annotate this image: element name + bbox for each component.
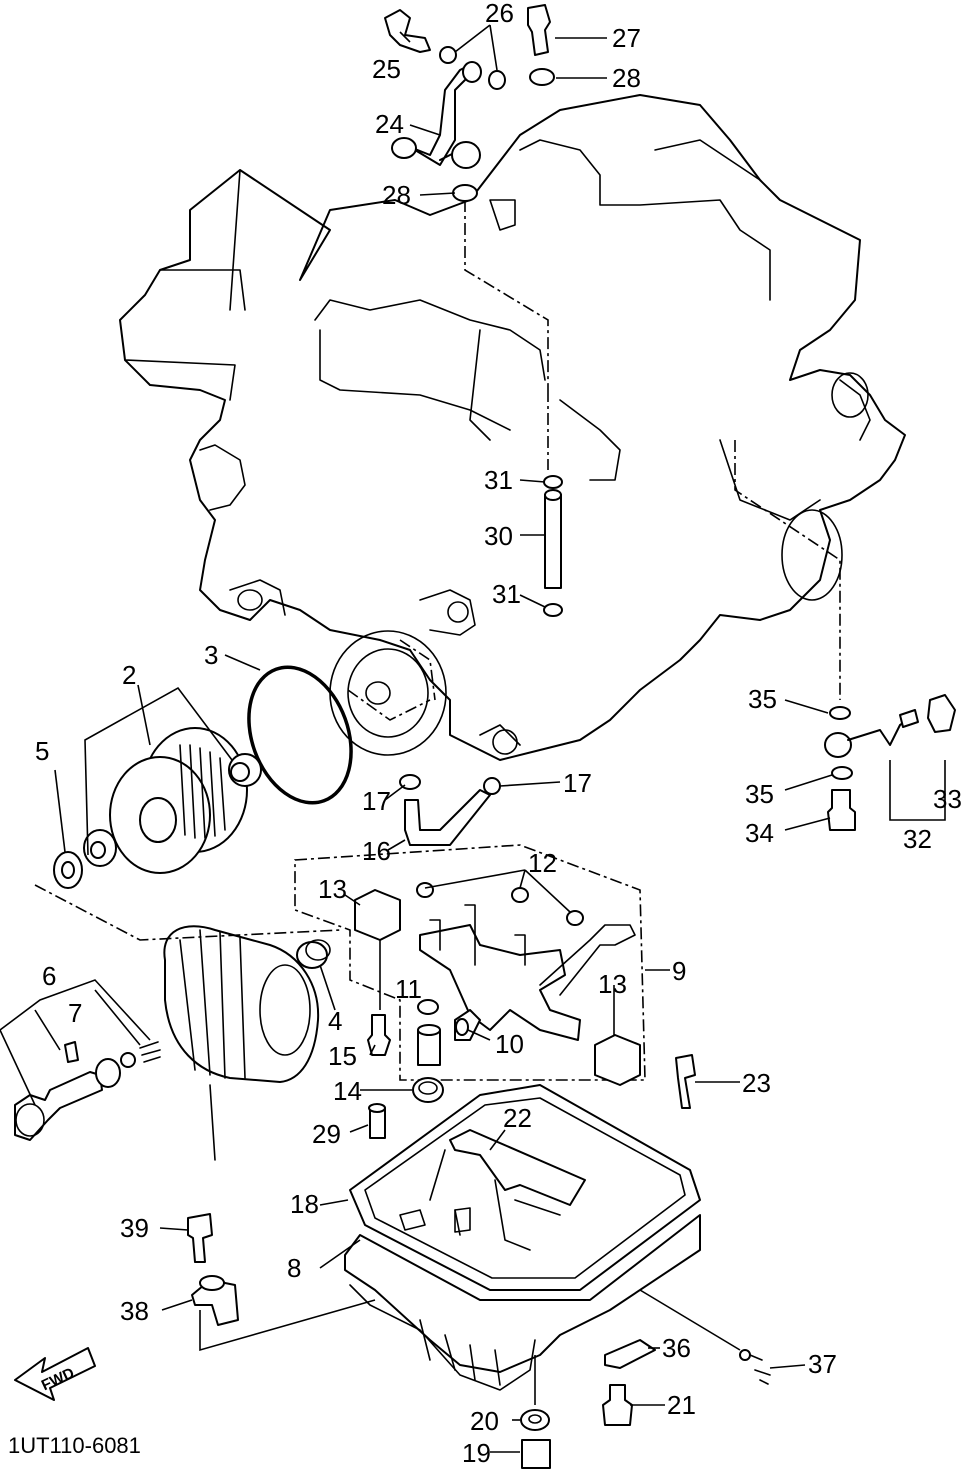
oil-filter-group [0,665,353,1161]
callout-3: 3 [204,640,218,670]
callout-24: 24 [375,109,404,139]
callout-38: 38 [120,1296,149,1326]
washer-28a [529,68,555,86]
callout-19: 19 [462,1438,491,1468]
bolt-39 [187,1213,213,1263]
diagram-code: 1UT110-6081 [8,1433,141,1458]
callout-31a: 31 [484,465,513,495]
o-ring-11 [417,999,439,1015]
callout-23: 23 [742,1068,771,1098]
oil-pan-group [187,1054,771,1469]
o-ring-10 [455,1018,469,1036]
callout-14: 14 [333,1076,362,1106]
callout-18: 18 [290,1189,319,1219]
callout-20: 20 [470,1406,499,1436]
callout-8: 8 [287,1253,301,1283]
callout-31b: 31 [492,579,521,609]
callout-7: 7 [68,998,82,1028]
callout-22: 22 [503,1103,532,1133]
bolt-21 [602,1384,633,1426]
callout-11: 11 [395,974,422,1004]
pipe-16 [404,789,491,846]
callout-13b: 13 [598,969,627,999]
callout-numbers: 25 26 27 28 24 28 31 30 31 35 35 34 33 3… [35,0,962,1468]
o-ring-31b [543,603,563,617]
callout-30: 30 [484,521,513,551]
drain-bolt-15 [367,1014,391,1056]
plate-36 [604,1339,656,1369]
union-bolt-34 [827,789,856,831]
callout-17b: 17 [563,768,592,798]
callout-17a: 17 [362,786,391,816]
copper-washer-26b [488,70,506,90]
copper-washer-26a [439,46,457,64]
banjo-fitting-32 [824,732,852,758]
callout-26: 26 [485,0,514,28]
callout-12: 12 [528,848,557,878]
callout-6: 6 [42,961,56,991]
joint-block-13a [354,889,401,941]
callout-36: 36 [662,1333,691,1363]
o-ring-3 [247,665,353,805]
joint-block-13b [594,1034,641,1086]
bolt-27 [527,4,551,56]
callout-32: 32 [903,824,932,854]
washer-20 [520,1409,550,1431]
strainer-body-9 [419,924,581,1041]
baffle-22 [449,1129,586,1206]
forward-arrow: FWD [14,1347,96,1401]
washer-28b [452,184,478,202]
leader-lines [54,24,833,1453]
callout-35b: 35 [745,779,774,809]
callout-37: 37 [808,1349,837,1379]
callout-39: 39 [120,1213,149,1243]
filter-bolt-6 [14,1071,103,1141]
engine-crankcase [119,94,906,761]
bolt-23 [675,1054,696,1109]
callout-2: 2 [122,660,136,690]
pressure-switch-33 [927,694,956,733]
callout-27: 27 [612,23,641,53]
spring-4 [296,941,328,969]
o-ring-31a [543,475,563,489]
callout-29: 29 [312,1119,341,1149]
callout-4: 4 [328,1006,342,1036]
callout-21: 21 [667,1390,696,1420]
oil-pipe-30 [543,475,563,617]
callout-33: 33 [933,784,962,814]
callout-16: 16 [362,836,391,866]
callout-25: 25 [372,54,401,84]
callout-28b: 28 [382,180,411,210]
callout-5: 5 [35,736,49,766]
oil-pan-8 [344,1214,701,1373]
callout-35a: 35 [748,684,777,714]
o-ring-35b [831,766,853,780]
o-ring-35a [829,706,851,720]
drain-bolt-19 [521,1439,551,1469]
oil-pressure-pipe-assembly [734,440,956,831]
callout-13a: 13 [318,874,347,904]
o-ring-17b [483,777,501,795]
clip-37 [749,1354,771,1385]
union-bolt-25 [384,9,431,53]
o-ring-7 [95,1058,121,1088]
callout-28a: 28 [612,63,641,93]
callout-9: 9 [672,956,686,986]
callout-34: 34 [745,818,774,848]
callout-10: 10 [495,1029,524,1059]
oil-delivery-pipe-assembly [384,4,555,470]
callout-15: 15 [328,1041,357,1071]
